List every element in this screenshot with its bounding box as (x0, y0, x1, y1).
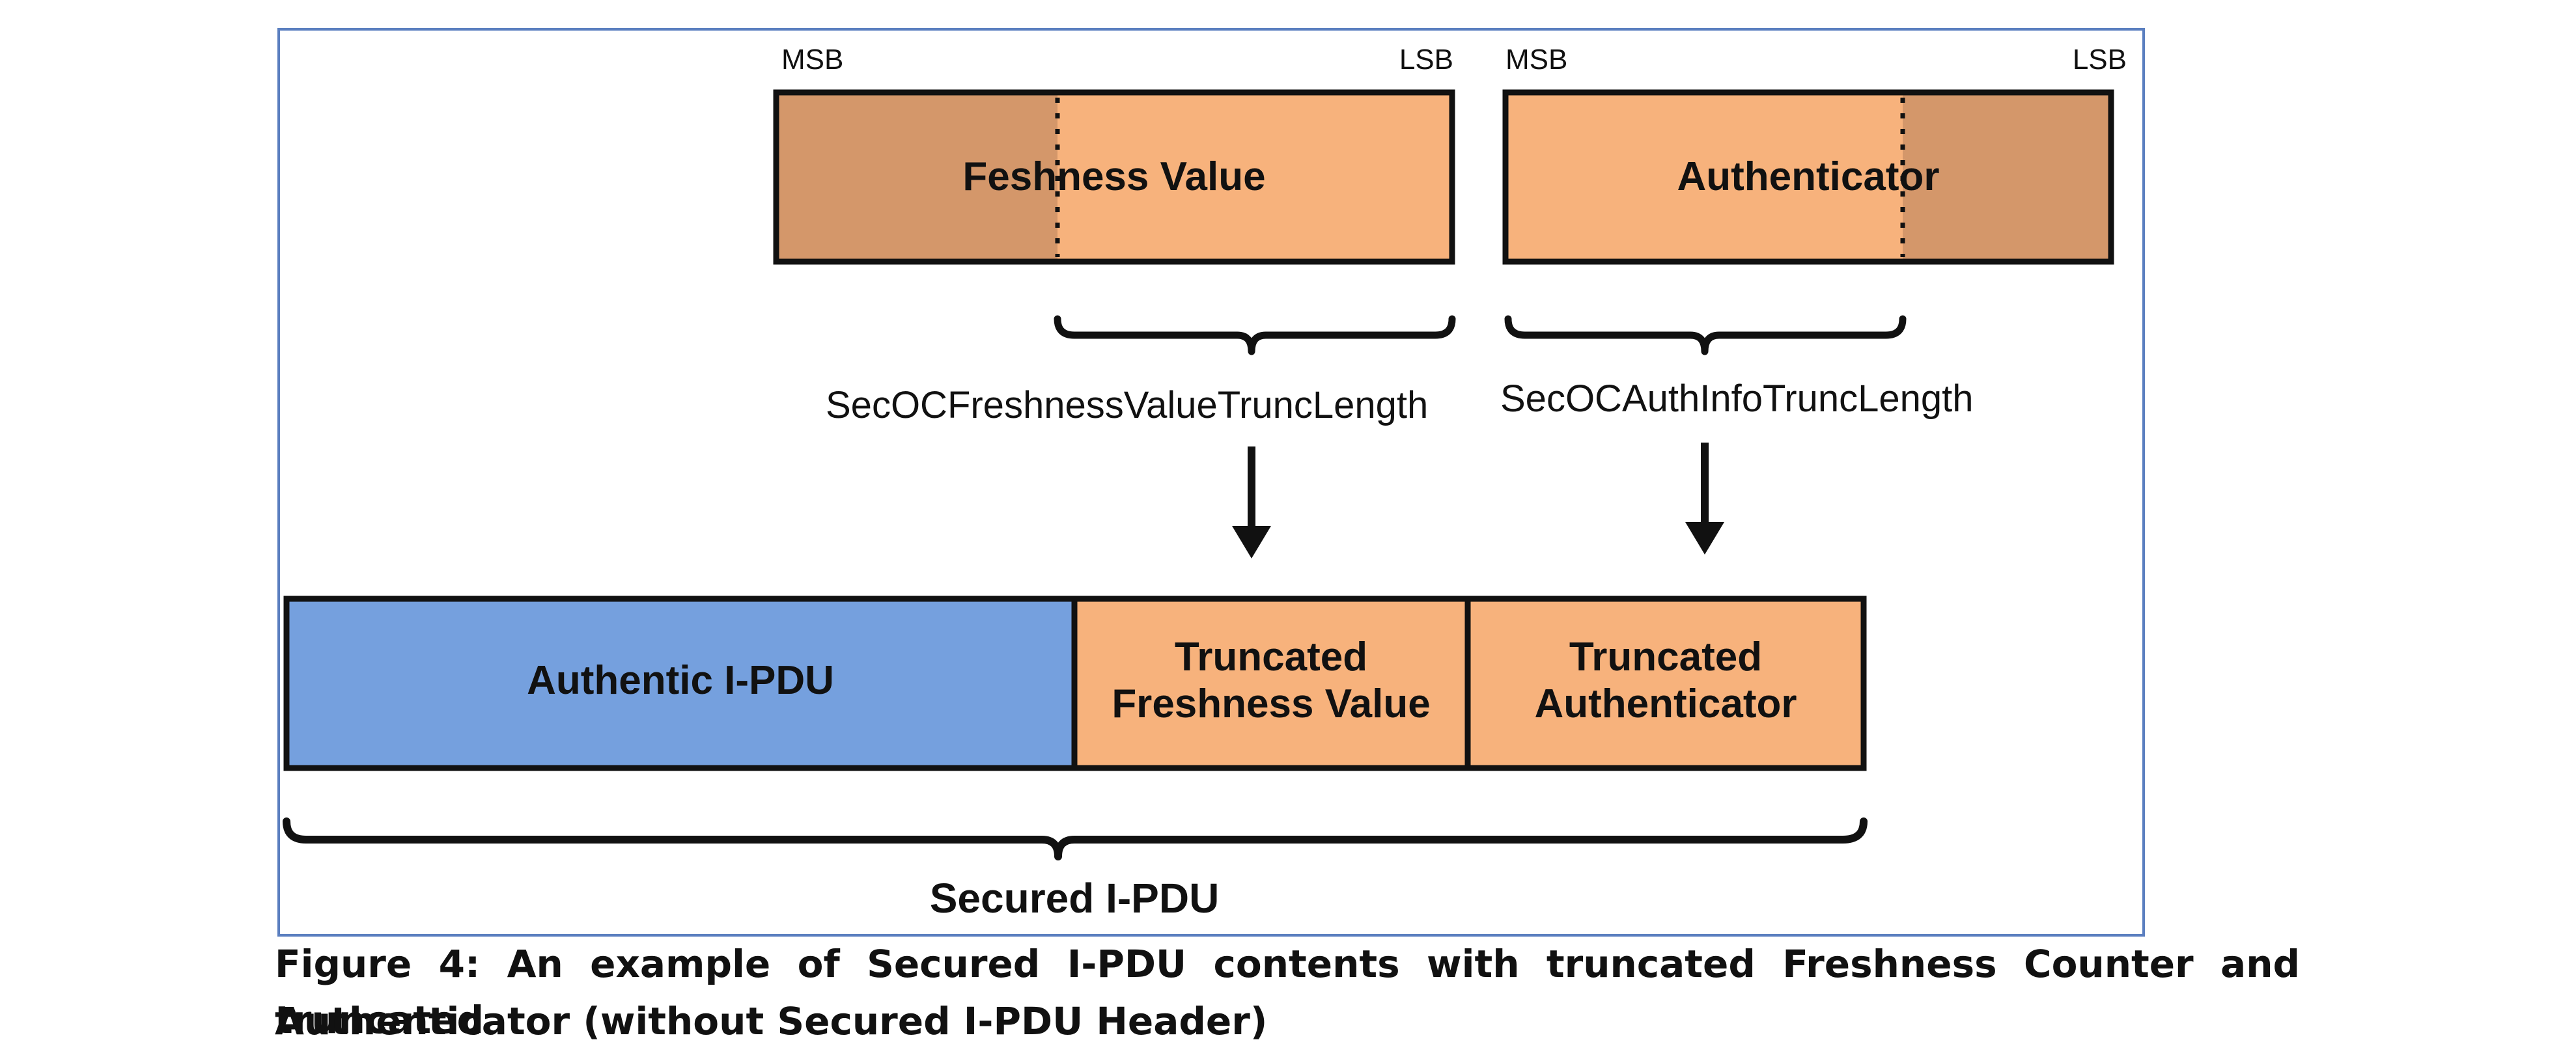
truncated-freshness-block: Truncated Freshness Value (1071, 596, 1471, 771)
freshness-trunc-length-param: SecOCFreshnessValueTruncLength (826, 384, 1428, 426)
secured-ipdu-brace (283, 817, 1868, 860)
freshness-truncation-brace (1054, 315, 1456, 355)
freshness-arrow (1232, 446, 1271, 558)
authentic-ipdu-label: Authentic I-PDU (527, 658, 834, 703)
authenticator-arrow (1685, 443, 1724, 555)
freshness-value-field: MSB LSB Feshness Value (773, 44, 1455, 265)
authenticator-truncation-brace (1504, 315, 1907, 355)
figure-caption-line1: Figure 4: An example of Secured I-PDU co… (275, 942, 2300, 1042)
freshness-lsb-label: LSB (1399, 44, 1453, 76)
freshness-msb-label: MSB (781, 44, 843, 76)
authenticator-kept (1505, 92, 1903, 262)
authenticator-lsb-label: LSB (2073, 44, 2127, 76)
freshness-value-border (773, 89, 1455, 265)
authentic-ipdu-block: Authentic I-PDU (283, 596, 1078, 771)
secured-ipdu-label: Secured I-PDU (930, 875, 1220, 922)
truncated-authenticator-block: Truncated Authenticator (1464, 596, 1867, 771)
truncated-authenticator-line1: Truncated (1569, 635, 1762, 680)
authenticator-msb-label: MSB (1505, 44, 1567, 76)
authenticator-border (1502, 89, 2114, 265)
freshness-value-truncated-away (776, 92, 1057, 262)
authenticator-field: MSB LSB Authenticator (1502, 44, 2127, 265)
auth-info-trunc-length-param: SecOCAuthInfoTruncLength (1500, 378, 1974, 420)
truncated-freshness-line2: Freshness Value (1112, 681, 1430, 726)
authenticator-truncated-away (1903, 92, 2111, 262)
truncated-authenticator-line2: Authenticator (1535, 681, 1797, 726)
figure-caption-line2: Authenticator (without Secured I-PDU Hea… (275, 999, 1268, 1043)
freshness-value-kept (1057, 92, 1452, 262)
authenticator-label: Authenticator (1677, 154, 1940, 199)
freshness-value-label: Feshness Value (962, 154, 1265, 199)
truncated-freshness-line1: Truncated (1175, 635, 1367, 680)
